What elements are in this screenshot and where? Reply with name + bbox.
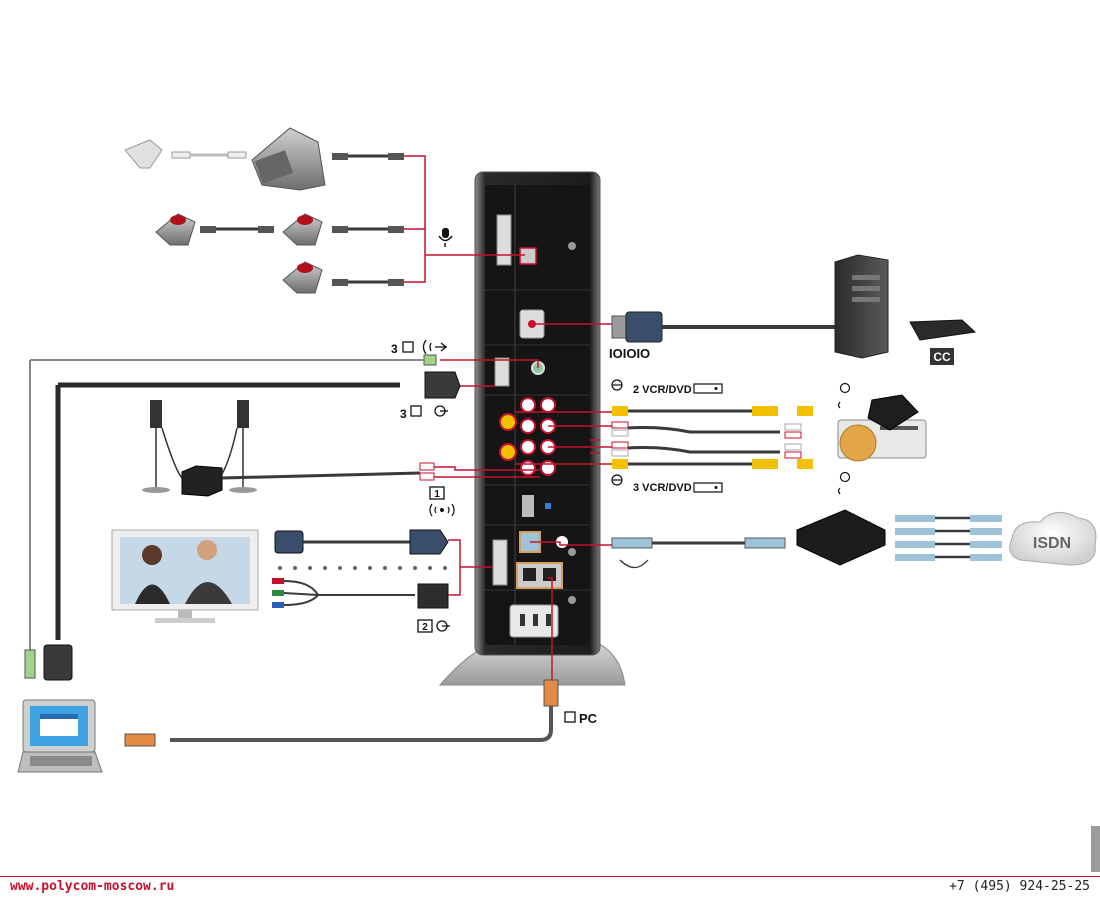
monitor-cables <box>272 529 493 609</box>
codec-unit <box>438 171 626 686</box>
website-link[interactable]: www.polycom-moscow.ru <box>10 879 175 894</box>
phone-number: +7 (495) 924-25-25 <box>949 879 1090 894</box>
vcr-3-label: 3 VCR/DVD <box>633 482 692 494</box>
lan-connection <box>124 577 559 747</box>
svg-text:CC: CC <box>933 350 951 364</box>
pc-audio-icon <box>402 339 448 355</box>
pc-video-connection <box>43 371 495 681</box>
serial-label: IOIOIO <box>609 346 650 361</box>
pc-label-group: PC <box>564 711 598 726</box>
av-direction-icons <box>837 382 851 495</box>
microphone-icon <box>438 228 453 247</box>
pc-tower <box>834 254 977 359</box>
group-number-2-badge: 2 <box>417 619 450 633</box>
pc-video-icon <box>410 405 448 417</box>
dotted-separator <box>278 566 447 570</box>
speaker-system <box>142 400 540 497</box>
vcr-dvd-connections <box>515 406 813 469</box>
dvd-player <box>837 394 927 462</box>
footer-bar: www.polycom-moscow.ru +7 (495) 924-25-25 <box>0 876 1100 901</box>
audio-in-connection <box>24 354 539 679</box>
isdn-connection <box>530 509 1097 569</box>
isdn-label: ISDN <box>1033 535 1071 552</box>
display-monitor <box>111 529 259 623</box>
vcr-3-label-group: 3 VCR/DVD <box>611 474 723 494</box>
svg-text:1: 1 <box>434 489 440 500</box>
side-tab <box>1091 826 1100 872</box>
vcr-2-label: 2 VCR/DVD <box>633 384 692 396</box>
group-number-1-badge: 1 <box>429 486 445 500</box>
conference-phone-group <box>124 127 525 294</box>
group-number-3-video: 3 <box>400 407 407 421</box>
pc-label: PC <box>579 711 598 726</box>
cc-badge: CC <box>930 348 954 365</box>
vcr-2-label-group: 2 VCR/DVD <box>611 379 723 396</box>
isdn-bri-lines <box>895 515 1002 561</box>
svg-text:2: 2 <box>422 622 428 633</box>
serial-connection <box>532 311 835 343</box>
audio-out-icon <box>429 503 455 517</box>
laptop <box>17 699 103 773</box>
group-number-3-audio: 3 <box>391 342 398 356</box>
